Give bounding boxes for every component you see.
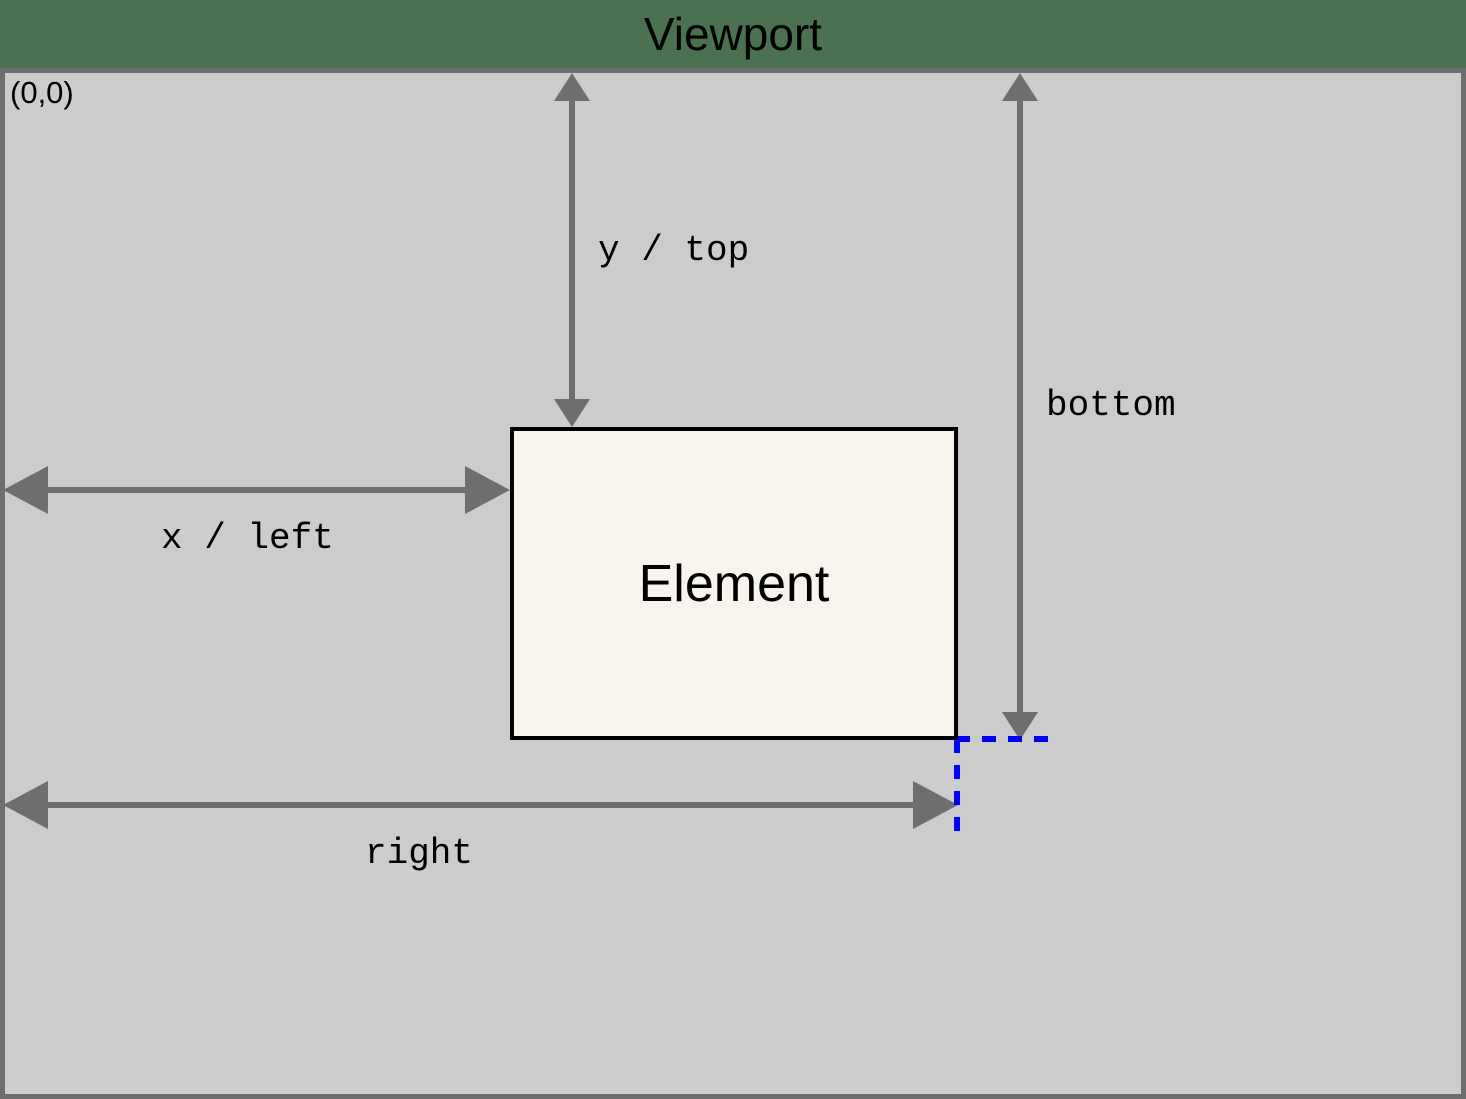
origin-coordinate-label: (0,0) bbox=[10, 75, 74, 110]
page-title: Viewport bbox=[643, 8, 823, 60]
element-box: Element bbox=[510, 427, 958, 740]
viewport-header-band: Viewport bbox=[0, 0, 1466, 68]
measure-label-right: right bbox=[365, 833, 474, 874]
measure-label-y-top: y / top bbox=[598, 230, 750, 271]
measure-label-x-left: x / left bbox=[161, 518, 334, 559]
measure-label-bottom: bottom bbox=[1046, 385, 1176, 426]
element-box-label: Element bbox=[638, 554, 830, 613]
